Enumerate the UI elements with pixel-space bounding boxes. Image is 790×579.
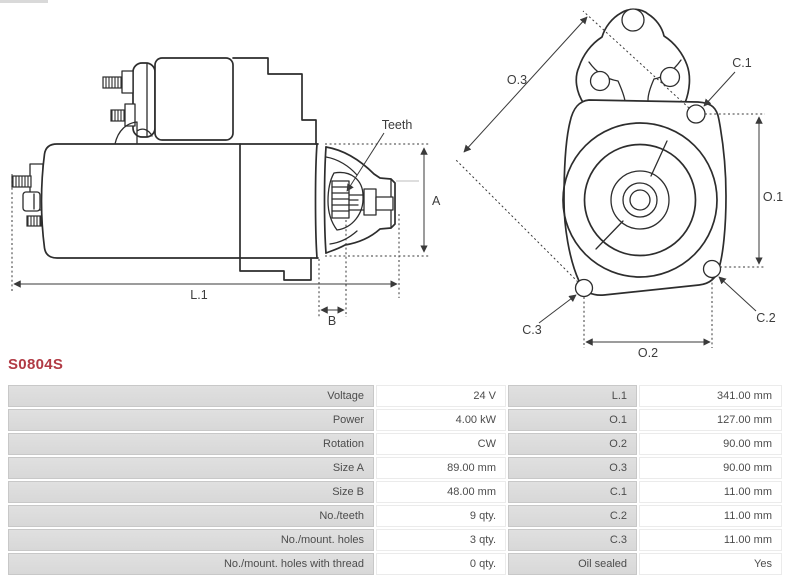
front-view-drawing: O.3 C.1 O.1 C.2 C.3 O.2 <box>455 8 783 360</box>
spec-label: No./mount. holes with thread <box>8 553 374 575</box>
teeth-label: Teeth <box>382 118 413 132</box>
solenoid-cap <box>132 62 156 138</box>
spec-value: 89.00 mm <box>376 457 506 479</box>
spec-label: O.2 <box>508 433 637 455</box>
spec-value: 90.00 mm <box>639 433 782 455</box>
spec-label: Voltage <box>8 385 374 407</box>
drive-housing-profile <box>232 57 317 145</box>
solenoid-stud-bottom <box>110 109 127 122</box>
motor-body <box>40 143 241 259</box>
spec-value: 127.00 mm <box>639 409 782 431</box>
solenoid-body <box>154 57 234 141</box>
dim-label-c3: C.3 <box>522 323 542 337</box>
spec-value: 11.00 mm <box>639 529 782 551</box>
spec-label: Oil sealed <box>508 553 637 575</box>
dim-line-o3 <box>463 16 588 153</box>
spec-label: C.2 <box>508 505 637 527</box>
mount-hole-c3 <box>574 278 594 298</box>
dim-label-o2: O.2 <box>638 346 658 360</box>
spec-label: C.3 <box>508 529 637 551</box>
spec-value: CW <box>376 433 506 455</box>
c3-leader <box>538 294 577 324</box>
bracket-ear-hole-top <box>621 8 645 32</box>
spec-label: O.1 <box>508 409 637 431</box>
mount-hole-c2 <box>702 259 722 279</box>
dim-label-a: A <box>432 194 441 208</box>
spec-value: 341.00 mm <box>639 385 782 407</box>
dim-label-c1: C.1 <box>732 56 752 70</box>
solenoid-stud-top <box>102 76 124 89</box>
terminal-block <box>22 191 41 212</box>
side-view-drawing: A L.1 B Teeth <box>11 57 441 328</box>
shaft-tip <box>375 196 394 211</box>
spec-label: O.3 <box>508 457 637 479</box>
spec-value: Yes <box>639 553 782 575</box>
spec-label: No./teeth <box>8 505 374 527</box>
teeth-leader <box>346 132 385 192</box>
part-number: S0804S <box>8 356 64 373</box>
mount-hole-c1 <box>686 104 706 124</box>
spec-label: Size A <box>8 457 374 479</box>
spec-value: 90.00 mm <box>639 457 782 479</box>
spec-label: Rotation <box>8 433 374 455</box>
bell-housing <box>325 146 396 254</box>
spec-value: 48.00 mm <box>376 481 506 503</box>
spec-label: Power <box>8 409 374 431</box>
technical-drawing: A L.1 B Teeth <box>11 8 783 360</box>
dim-label-o1: O.1 <box>763 190 783 204</box>
spec-value: 4.00 kW <box>376 409 506 431</box>
shaft-collar <box>363 188 377 216</box>
dim-label-c2: C.2 <box>756 311 776 325</box>
spec-value: 0 qty. <box>376 553 506 575</box>
c2-leader <box>718 276 757 312</box>
threaded-nub <box>26 215 42 227</box>
spec-label: C.1 <box>508 481 637 503</box>
dim-label-o3: O.3 <box>507 73 527 87</box>
top-edge-artifact <box>0 0 48 3</box>
spec-value: 11.00 mm <box>639 505 782 527</box>
center-bore <box>610 170 670 230</box>
dim-label-l1: L.1 <box>190 288 207 302</box>
bracket-hole-left <box>589 70 611 92</box>
spec-value: 24 V <box>376 385 506 407</box>
bracket-hole-right <box>659 66 681 88</box>
spec-value: 11.00 mm <box>639 481 782 503</box>
spec-label: L.1 <box>508 385 637 407</box>
threaded-stud <box>11 175 32 188</box>
c1-leader <box>703 71 736 107</box>
spec-label: No./mount. holes <box>8 529 374 551</box>
dim-label-b: B <box>328 314 336 328</box>
spec-value: 3 qty. <box>376 529 506 551</box>
spec-label: Size B <box>8 481 374 503</box>
spec-value: 9 qty. <box>376 505 506 527</box>
mounting-flange <box>563 99 727 296</box>
